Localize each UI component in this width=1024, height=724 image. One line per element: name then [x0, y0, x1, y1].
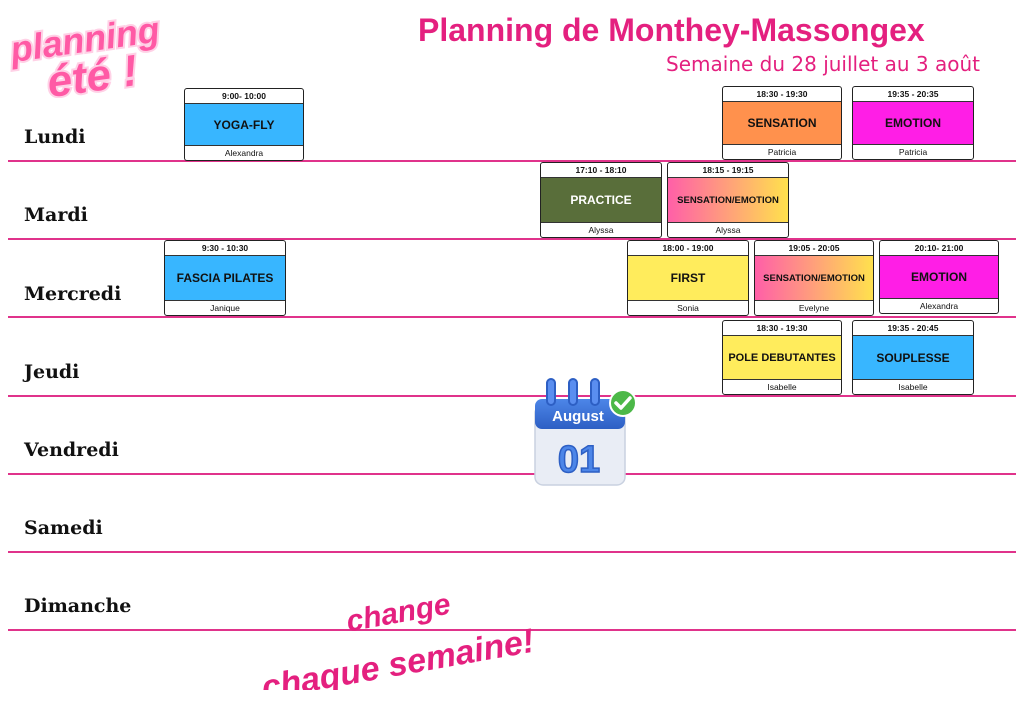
class-teacher: Isabelle — [723, 379, 841, 394]
class-name: SENSATION — [723, 102, 841, 144]
class-name: EMOTION — [853, 102, 973, 144]
day-label-jeudi: Jeudi — [24, 361, 80, 383]
class-card[interactable]: 19:35 - 20:35 EMOTION Patricia — [852, 86, 974, 160]
class-time: 18:15 - 19:15 — [668, 163, 788, 178]
class-name: POLE DEBUTANTES — [723, 336, 841, 379]
day-label-dimanche: Dimanche — [24, 595, 132, 617]
class-card[interactable]: 20:10- 21:00 EMOTION Alexandra — [879, 240, 999, 314]
class-name: FASCIA PILATES — [165, 256, 285, 300]
class-teacher: Alexandra — [185, 145, 303, 160]
class-teacher: Alyssa — [668, 222, 788, 237]
note-line2: chaque semaine! — [259, 622, 537, 690]
class-name: EMOTION — [880, 256, 998, 298]
calendar-day: 01 — [558, 439, 600, 481]
day-separator — [8, 316, 1016, 318]
change-weekly-note: change chaque semaine! — [259, 588, 537, 690]
planning-ete-logo: planning été ! — [5, 8, 164, 98]
class-teacher: Patricia — [853, 144, 973, 159]
check-icon — [614, 396, 632, 410]
day-label-mardi: Mardi — [24, 204, 88, 226]
class-teacher: Alyssa — [541, 222, 661, 237]
class-teacher: Janique — [165, 300, 285, 315]
class-name: PRACTICE — [541, 178, 661, 222]
calendar-check-icon: August 01 — [534, 378, 637, 486]
class-time: 20:10- 21:00 — [880, 241, 998, 256]
class-time: 17:10 - 18:10 — [541, 163, 661, 178]
day-separator — [8, 629, 1016, 631]
class-time: 19:35 - 20:45 — [853, 321, 973, 336]
class-time: 18:30 - 19:30 — [723, 87, 841, 102]
class-teacher: Evelyne — [755, 300, 873, 315]
day-label-samedi: Samedi — [24, 517, 103, 539]
class-time: 9:00- 10:00 — [185, 89, 303, 104]
class-name: SOUPLESSE — [853, 336, 973, 379]
day-label-lundi: Lundi — [24, 126, 86, 148]
class-card[interactable]: 18:00 - 19:00 FIRST Sonia — [627, 240, 749, 316]
class-card[interactable]: 9:30 - 10:30 FASCIA PILATES Janique — [164, 240, 286, 316]
day-separator — [8, 238, 1016, 240]
day-label-mercredi: Mercredi — [24, 283, 122, 305]
class-name: FIRST — [628, 256, 748, 300]
class-time: 18:00 - 19:00 — [628, 241, 748, 256]
class-teacher: Sonia — [628, 300, 748, 315]
day-separator — [8, 160, 1016, 162]
calendar-month: August — [552, 408, 604, 425]
week-subtitle: Semaine du 28 juillet au 3 août — [666, 52, 980, 76]
day-separator — [8, 473, 1016, 475]
class-card[interactable]: 18:30 - 19:30 POLE DEBUTANTES Isabelle — [722, 320, 842, 395]
class-time: 19:05 - 20:05 — [755, 241, 873, 256]
class-teacher: Patricia — [723, 144, 841, 159]
class-card[interactable]: 18:30 - 19:30 SENSATION Patricia — [722, 86, 842, 160]
class-card[interactable]: 18:15 - 19:15 SENSATION/EMOTION Alyssa — [667, 162, 789, 238]
note-line1: change — [344, 588, 453, 639]
class-teacher: Isabelle — [853, 379, 973, 394]
class-name: SENSATION/EMOTION — [755, 256, 873, 300]
page-title: Planning de Monthey-Massongex — [418, 12, 925, 48]
day-separator — [8, 551, 1016, 553]
class-time: 18:30 - 19:30 — [723, 321, 841, 336]
day-separator — [8, 395, 1016, 397]
class-name: SENSATION/EMOTION — [668, 178, 788, 222]
class-teacher: Alexandra — [880, 298, 998, 313]
class-card[interactable]: 19:05 - 20:05 SENSATION/EMOTION Evelyne — [754, 240, 874, 316]
class-card[interactable]: 9:00- 10:00 YOGA-FLY Alexandra — [184, 88, 304, 161]
day-label-vendredi: Vendredi — [24, 439, 119, 461]
class-card[interactable]: 19:35 - 20:45 SOUPLESSE Isabelle — [852, 320, 974, 395]
class-time: 9:30 - 10:30 — [165, 241, 285, 256]
class-time: 19:35 - 20:35 — [853, 87, 973, 102]
class-card[interactable]: 17:10 - 18:10 PRACTICE Alyssa — [540, 162, 662, 238]
class-name: YOGA-FLY — [185, 104, 303, 145]
